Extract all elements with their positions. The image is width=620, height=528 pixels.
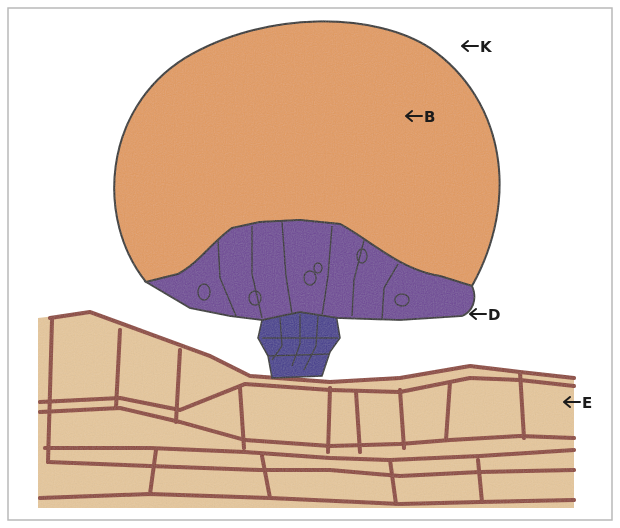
label-b: B — [424, 108, 435, 126]
arrow-d-icon — [470, 309, 486, 319]
label-k-group: K — [462, 38, 493, 56]
label-d-group: D — [470, 306, 500, 324]
arrow-k-icon — [462, 41, 478, 51]
label-d: D — [488, 306, 500, 324]
label-e: E — [582, 394, 592, 412]
foot-group — [258, 312, 340, 378]
label-k: K — [480, 38, 493, 56]
